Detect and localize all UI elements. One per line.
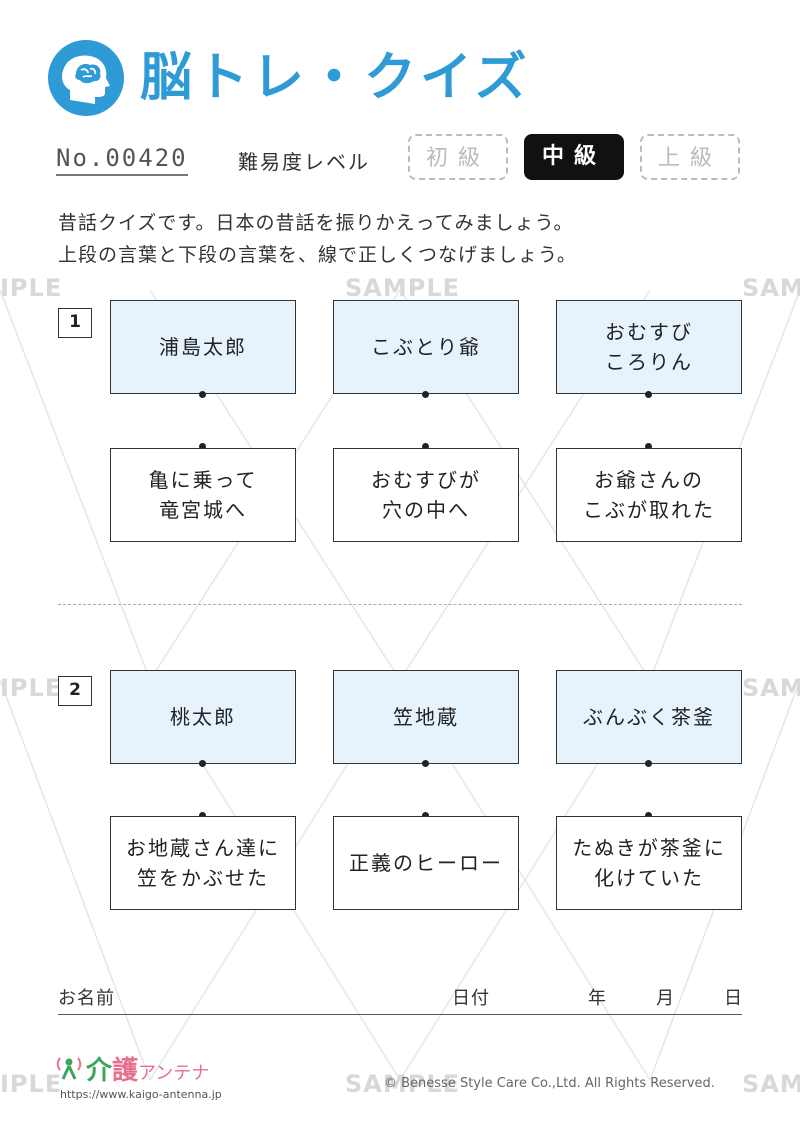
connector-dot[interactable]: [422, 760, 429, 767]
head-brain-icon: [62, 55, 110, 104]
top-choice-box: 浦島太郎: [110, 300, 296, 394]
brand-kanji-green: 介: [86, 1056, 113, 1086]
year-label: 年: [588, 988, 607, 1009]
bottom-choice-box: おむすびが 穴の中へ: [333, 448, 519, 542]
worksheet-number: No.00420: [56, 144, 188, 176]
top-choice-box: ぶんぶく茶釜: [556, 670, 742, 764]
copyright: © Benesse Style Care Co.,Ltd. All Rights…: [384, 1076, 715, 1091]
watermark-text: IPLE: [0, 274, 63, 302]
bottom-choice-box: お地蔵さん達に 笠をかぶせた: [110, 816, 296, 910]
watermark-text: SAM: [742, 1070, 800, 1098]
site-url: https://www.kaigo-antenna.jp: [60, 1088, 222, 1101]
bottom-choice-box: お爺さんの こぶが取れた: [556, 448, 742, 542]
connector-dot[interactable]: [645, 391, 652, 398]
watermark-text: SAM: [742, 674, 800, 702]
watermark-text: IPLE: [0, 674, 63, 702]
logo: [48, 40, 124, 116]
name-date-line[interactable]: [58, 1014, 742, 1015]
connector-dot[interactable]: [645, 760, 652, 767]
connector-dot[interactable]: [422, 443, 429, 450]
bottom-choice-box: たぬきが茶釜に 化けていた: [556, 816, 742, 910]
level-beginner: 初級: [408, 134, 508, 180]
connector-dot[interactable]: [199, 760, 206, 767]
brand-logo: 介護アンテナ: [86, 1050, 209, 1087]
instruction-line-1: 昔話クイズです。日本の昔話を振りかえってみましょう。: [58, 212, 574, 234]
page-title: 脳トレ・クイズ: [140, 48, 531, 108]
bottom-choice-box: 正義のヒーロー: [333, 816, 519, 910]
instruction-line-2: 上段の言葉と下段の言葉を、線で正しくつなげましょう。: [58, 244, 577, 266]
connector-dot[interactable]: [199, 812, 206, 819]
brand-kanji-pink: 護: [112, 1056, 139, 1086]
connector-dot[interactable]: [422, 391, 429, 398]
top-choice-box: おむすび ころりん: [556, 300, 742, 394]
month-label: 月: [656, 988, 675, 1009]
connector-dot[interactable]: [645, 812, 652, 819]
section-divider: [58, 604, 742, 605]
name-label: お名前: [58, 988, 115, 1009]
difficulty-label: 難易度レベル: [238, 150, 370, 174]
watermark-text: IPLE: [0, 1070, 63, 1098]
date-label: 日付: [452, 988, 490, 1009]
connector-dot[interactable]: [422, 812, 429, 819]
top-choice-box: 笠地蔵: [333, 670, 519, 764]
top-choice-box: 桃太郎: [110, 670, 296, 764]
watermark-text: SAMPLE: [345, 1070, 461, 1098]
connector-dot[interactable]: [199, 443, 206, 450]
top-choice-box: こぶとり爺: [333, 300, 519, 394]
connector-dot[interactable]: [645, 443, 652, 450]
watermark-text: SAM: [742, 274, 800, 302]
question-number: 2: [58, 676, 92, 706]
antenna-person-icon: [56, 1057, 82, 1080]
brand-katakana: アンテナ: [138, 1063, 210, 1084]
watermark-text: SAMPLE: [345, 274, 461, 302]
question-number: 1: [58, 308, 92, 338]
connector-dot[interactable]: [199, 391, 206, 398]
level-advanced: 上級: [640, 134, 740, 180]
level-intermediate: 中級: [524, 134, 624, 180]
day-label: 日: [724, 988, 743, 1009]
bottom-choice-box: 亀に乗って 竜宮城へ: [110, 448, 296, 542]
